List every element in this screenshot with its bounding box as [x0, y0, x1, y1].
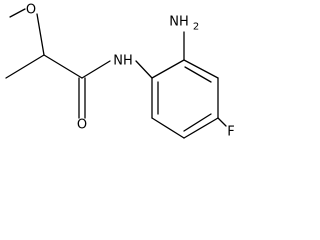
- bond-ring-inner-c4-c5: [183, 113, 212, 132]
- bond-ring-c2-c3: [183, 59, 219, 79]
- fluorine-label: F: [227, 125, 234, 140]
- bond-n-ring-c1: [135, 60, 153, 79]
- amine-nh2-subscript: 2: [193, 22, 199, 33]
- bond-ring-c1-c2: [151, 59, 185, 79]
- methoxy-oxygen-label: O: [26, 3, 36, 18]
- bond-methoxy-o-alpha-c: [36, 13, 45, 56]
- structure-diagram: O O NH NH 2 F: [0, 0, 252, 151]
- bond-ring-c4-c5: [183, 117, 219, 139]
- bond-alpha-c-methyl: [5, 54, 45, 79]
- bond-ring-c4-f: [217, 117, 227, 127]
- bond-methyl-methoxy-o: [9, 8, 26, 18]
- carbonyl-oxygen-label: O: [77, 118, 87, 133]
- amide-nh-label: NH: [113, 54, 133, 69]
- bond-ring-inner-c2-c3: [184, 66, 212, 83]
- bond-alpha-c-carbonyl-c: [43, 54, 83, 79]
- bond-carbonyl-c-n: [81, 60, 111, 79]
- amine-nh2-label: NH: [169, 15, 189, 30]
- bond-ring-c5-c6: [151, 117, 185, 139]
- molecule-drawing: O O NH NH 2 F: [5, 3, 235, 140]
